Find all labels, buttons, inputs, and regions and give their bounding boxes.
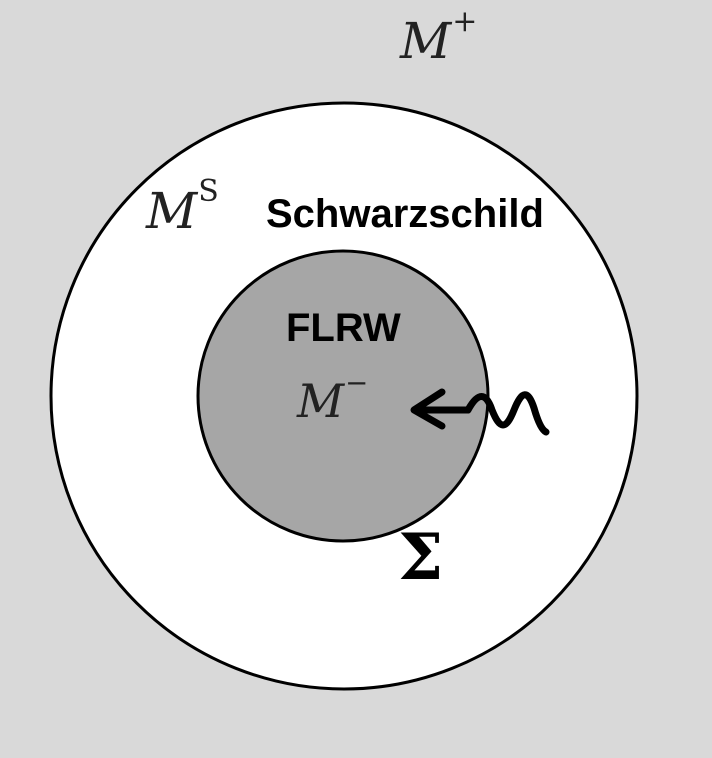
inner-region-label: M−: [297, 366, 369, 428]
flrw-label: FLRW: [286, 306, 401, 350]
schwarzschild-label: Schwarzschild: [266, 192, 544, 236]
wavy-arrow-icon: [410, 388, 550, 436]
boundary-sigma-label: Σ: [398, 520, 444, 595]
outer-region-label: M+: [400, 4, 478, 70]
shell-region-label: MS: [146, 174, 219, 240]
